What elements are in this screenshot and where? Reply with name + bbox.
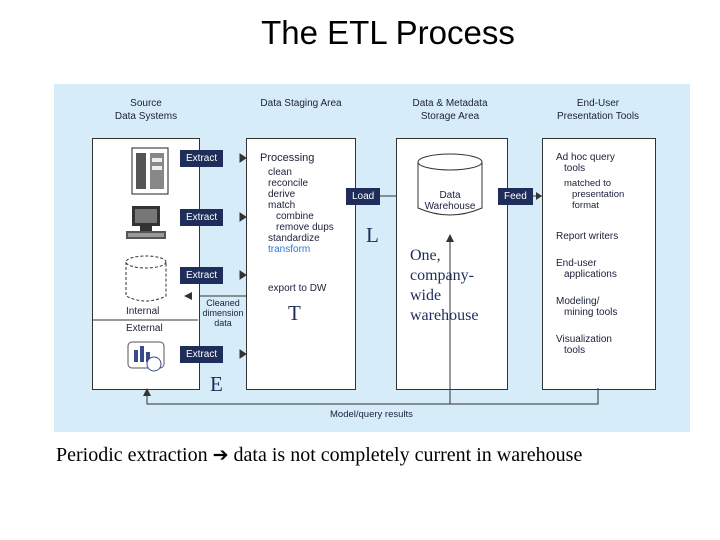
modeling-tools: Modeling/mining tools [556,296,618,318]
annotation-e: E [210,372,223,396]
feed-tag: Feed [498,188,533,205]
export-label: export to DW [268,283,327,294]
extract-tag-3: Extract [180,267,224,284]
warehouse-cylinder-icon [417,153,483,216]
external-label: External [126,323,163,334]
presentation-column [542,138,656,390]
extract-tag-4: Extract [180,346,224,363]
right-arrow-icon: ➔ [212,444,229,466]
header-staging: Data Staging Area [260,98,342,109]
extract-tag-2: Extract [180,209,224,226]
processing-heading: Processing [260,152,315,164]
external-globe-icon [127,341,165,372]
report-writers: Report writers [556,231,619,242]
computer-icon [126,206,166,239]
page-title: The ETL Process [261,14,515,51]
one-company-annotation: One, company- wide warehouse [410,247,479,324]
mainframe-icon [131,147,169,195]
annotation-l: L [366,223,379,247]
extract-arrows [180,153,200,359]
database-icon [125,255,167,302]
annotation-t: T [288,301,301,325]
load-tag: Load [346,188,381,205]
processing-steps: clean reconcile derive match combine rem… [268,167,334,255]
extract-tag-1: Extract [180,150,224,167]
footer-caption: Periodic extraction ➔ data is not comple… [56,444,583,466]
feedback-label: Model/query results [330,409,413,420]
staging-column [246,138,356,390]
internal-label: Internal [126,306,160,317]
